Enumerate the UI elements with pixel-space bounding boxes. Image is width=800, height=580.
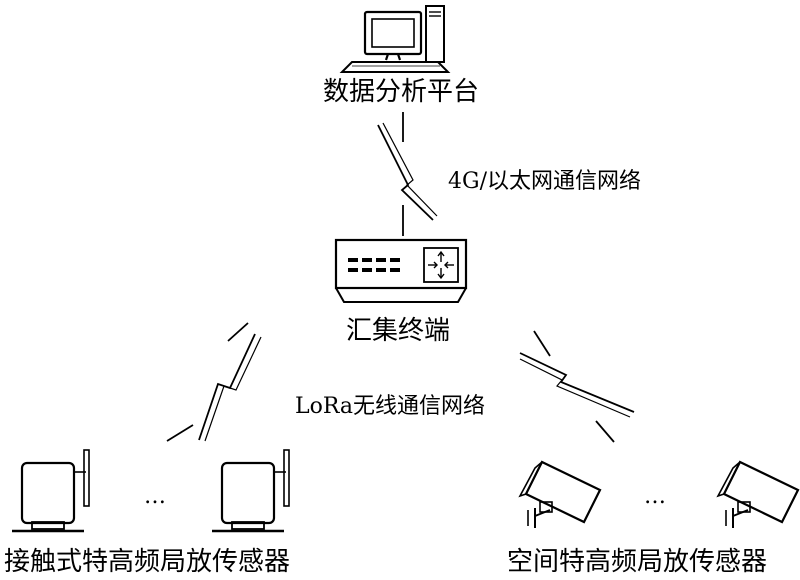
computer-icon — [339, 5, 451, 73]
gateway-router-icon — [334, 238, 468, 303]
contact-sensor-icon — [12, 449, 90, 533]
contact-sensor-icon — [212, 449, 290, 533]
platform-label: 数据分析平台 — [323, 77, 480, 107]
gateway-label: 汇集终端 — [346, 316, 451, 346]
contact-sensors-ellipsis: … — [144, 484, 168, 509]
backhaul-wireless-link — [377, 112, 438, 236]
backhaul-network-label: 4G/以太网通信网络 — [448, 169, 641, 194]
contact-sensors-label: 接触式特高频局放传感器 — [4, 547, 291, 577]
lora-network-label: LoRa无线通信网络 — [295, 394, 486, 419]
space-sensor-icon — [716, 460, 800, 528]
space-sensors-label: 空间特高频局放传感器 — [507, 547, 768, 577]
space-sensors-ellipsis: … — [644, 484, 668, 509]
right-wireless-link — [519, 330, 635, 443]
space-sensor-icon — [518, 460, 602, 528]
left-wireless-link — [166, 322, 262, 442]
